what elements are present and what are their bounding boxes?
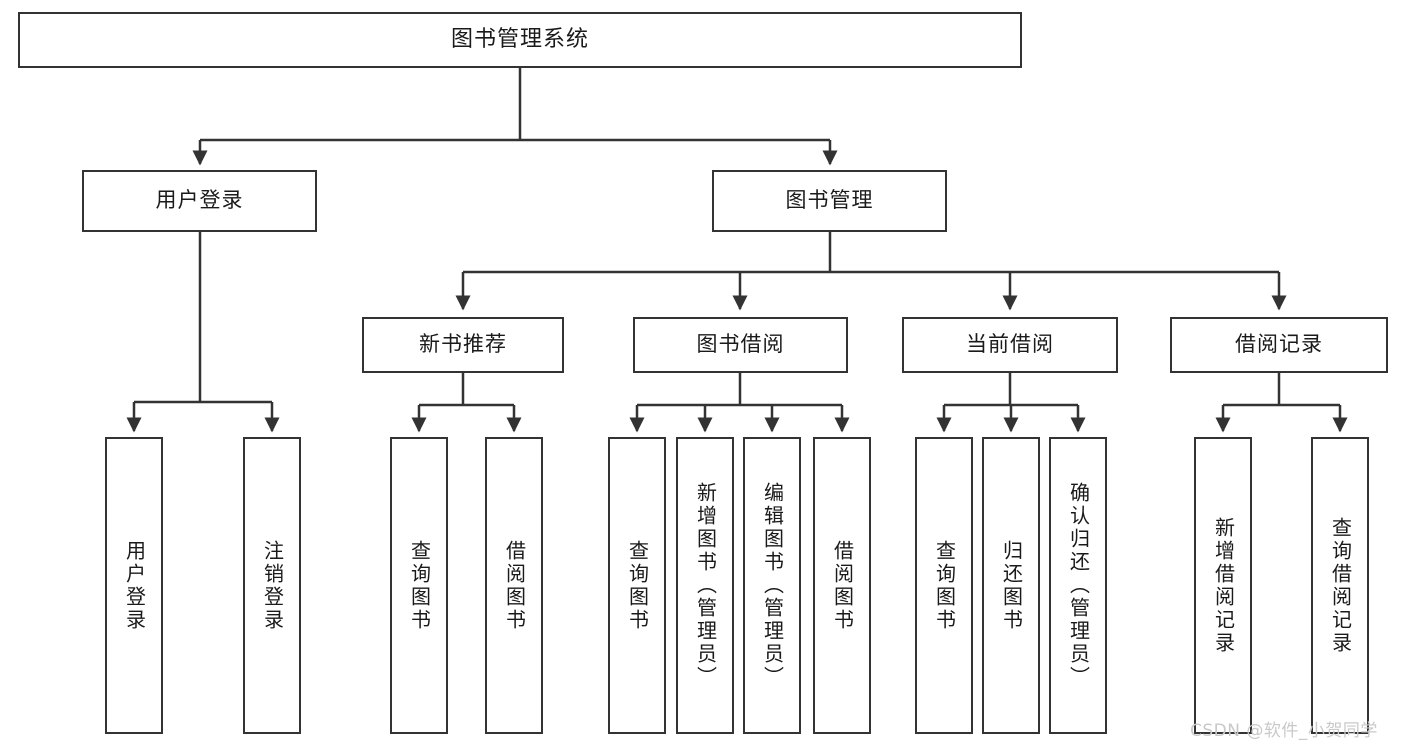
node-label: 借阅图书 bbox=[502, 539, 527, 632]
leaf-user-login-logout[interactable]: 注销登录 bbox=[243, 437, 301, 734]
leaf-current-confirm-return[interactable]: 确认归还（管理员） bbox=[1049, 437, 1107, 734]
node-label: 确认归还（管理员） bbox=[1066, 482, 1091, 689]
node-user-login[interactable]: 用户登录 bbox=[82, 170, 317, 232]
node-label: 注销登录 bbox=[260, 539, 285, 632]
leaf-current-query-book[interactable]: 查询图书 bbox=[915, 437, 973, 734]
node-label: 当前借阅 bbox=[966, 332, 1054, 357]
node-label: 查询图书 bbox=[407, 539, 432, 632]
leaf-user-login-login[interactable]: 用户登录 bbox=[105, 437, 163, 734]
node-label: 查询图书 bbox=[932, 539, 957, 632]
node-label: 新增图书（管理员） bbox=[693, 482, 718, 689]
leaf-new-book-query[interactable]: 查询图书 bbox=[390, 437, 448, 734]
node-current-borrow[interactable]: 当前借阅 bbox=[902, 317, 1118, 373]
watermark-text: CSDN @软件_小贺同学 bbox=[1190, 721, 1378, 741]
node-label: 借阅图书 bbox=[830, 539, 855, 632]
node-label: 新增借阅记录 bbox=[1211, 516, 1236, 655]
node-label: 借阅记录 bbox=[1235, 332, 1323, 357]
node-borrow-records[interactable]: 借阅记录 bbox=[1170, 317, 1388, 373]
node-book-borrow[interactable]: 图书借阅 bbox=[633, 317, 848, 373]
leaf-records-add-record[interactable]: 新增借阅记录 bbox=[1194, 437, 1252, 734]
leaf-borrow-query-book[interactable]: 查询图书 bbox=[608, 437, 666, 734]
leaf-current-return-book[interactable]: 归还图书 bbox=[982, 437, 1040, 734]
node-new-book-recommend[interactable]: 新书推荐 bbox=[362, 317, 564, 373]
node-book-management[interactable]: 图书管理 bbox=[712, 170, 947, 232]
leaf-borrow-edit-book[interactable]: 编辑图书（管理员） bbox=[743, 437, 801, 734]
leaf-borrow-add-book[interactable]: 新增图书（管理员） bbox=[676, 437, 734, 734]
node-label: 查询借阅记录 bbox=[1328, 516, 1353, 655]
node-label: 图书管理 bbox=[785, 188, 874, 213]
leaf-new-book-borrow[interactable]: 借阅图书 bbox=[485, 437, 543, 734]
node-root-system[interactable]: 图书管理系统 bbox=[18, 12, 1022, 68]
node-label: 用户登录 bbox=[155, 188, 244, 213]
node-label: 归还图书 bbox=[999, 539, 1024, 632]
leaf-records-query-record[interactable]: 查询借阅记录 bbox=[1311, 437, 1369, 734]
node-label: 图书借阅 bbox=[696, 332, 785, 357]
leaf-borrow-borrow-book[interactable]: 借阅图书 bbox=[813, 437, 871, 734]
node-label: 查询图书 bbox=[625, 539, 650, 632]
node-label: 编辑图书（管理员） bbox=[760, 482, 785, 689]
node-label: 图书管理系统 bbox=[450, 26, 589, 52]
node-label: 新书推荐 bbox=[419, 332, 507, 357]
node-label: 用户登录 bbox=[122, 539, 147, 632]
